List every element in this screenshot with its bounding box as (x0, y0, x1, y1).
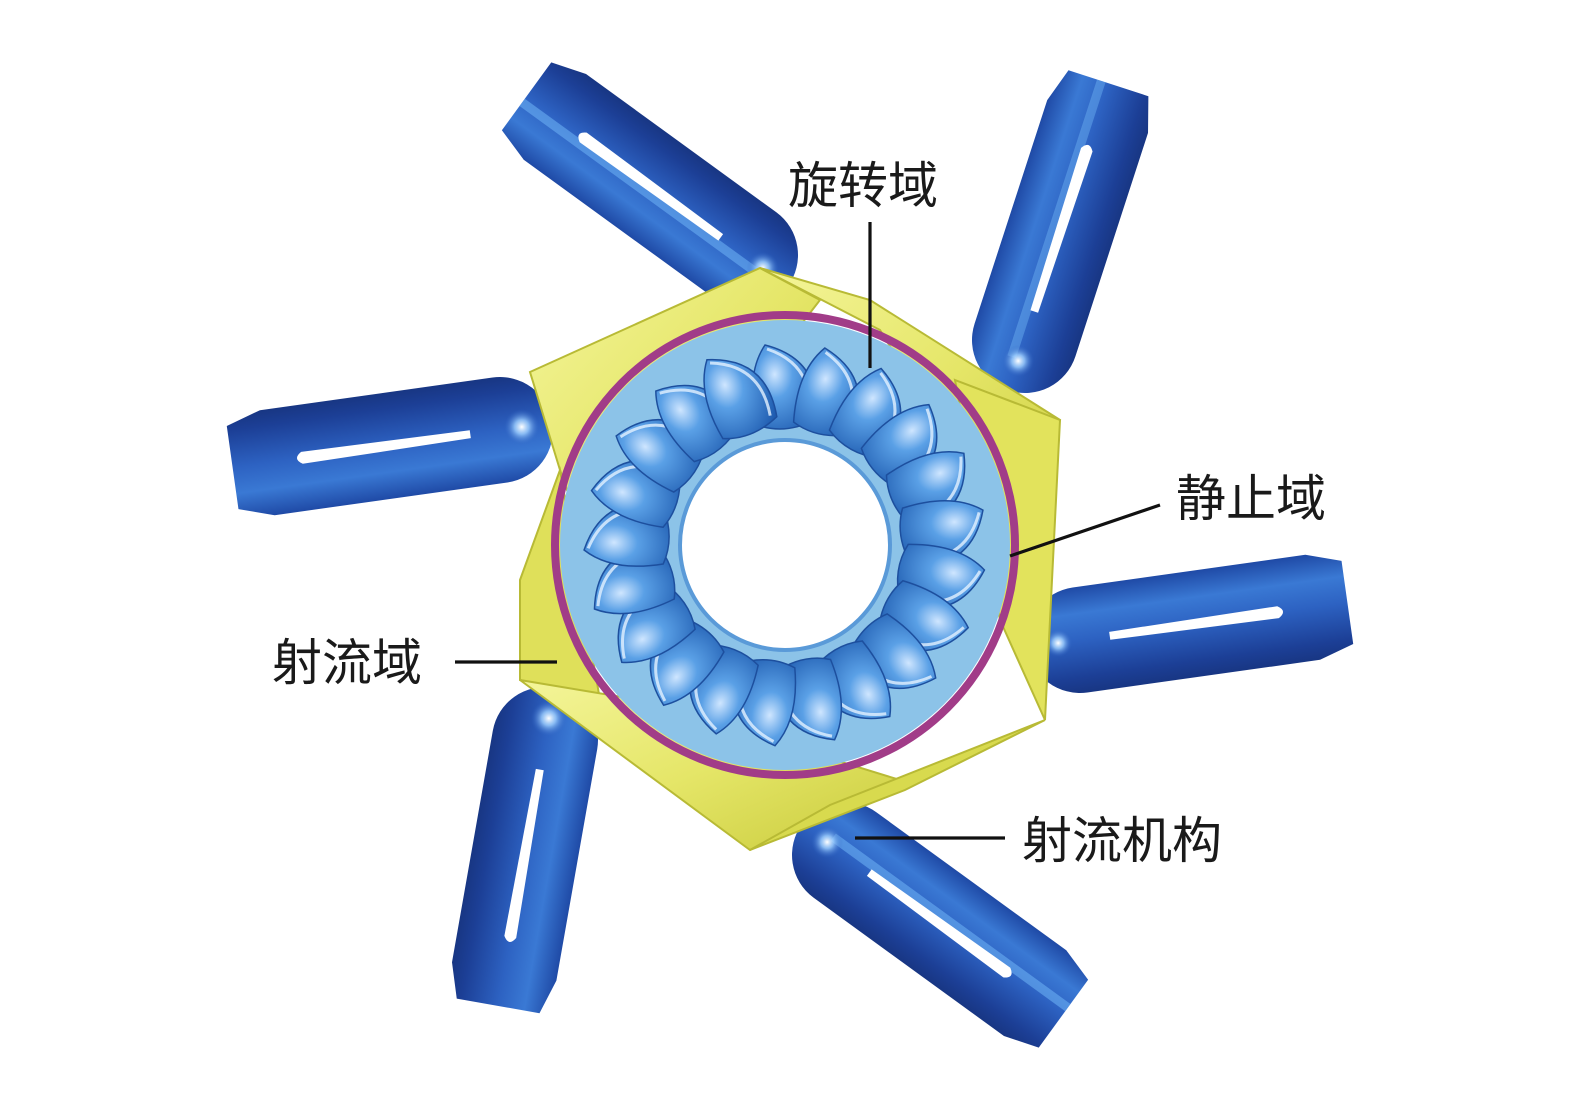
nozzle-group (226, 62, 1354, 1048)
runner-bucket (703, 359, 778, 440)
nozzle-lower-right (792, 802, 1089, 1048)
leader-stationary-domain (1009, 503, 1161, 558)
label-jet-domain: 射流域 (272, 634, 422, 692)
nozzle-upper-right (972, 70, 1149, 393)
label-stationary-domain: 静止域 (1176, 470, 1326, 528)
runner-bore (678, 438, 892, 652)
label-rotating-domain: 旋转域 (788, 157, 938, 215)
runner-buckets (583, 344, 986, 747)
nozzle-right (1027, 554, 1354, 693)
rotating-domain (560, 320, 1010, 770)
interface-ring (551, 311, 1019, 779)
label-jet-mechanism: 射流机构 (1022, 812, 1222, 870)
nozzle-left (226, 377, 553, 516)
nozzle-lower-left (451, 687, 598, 1014)
